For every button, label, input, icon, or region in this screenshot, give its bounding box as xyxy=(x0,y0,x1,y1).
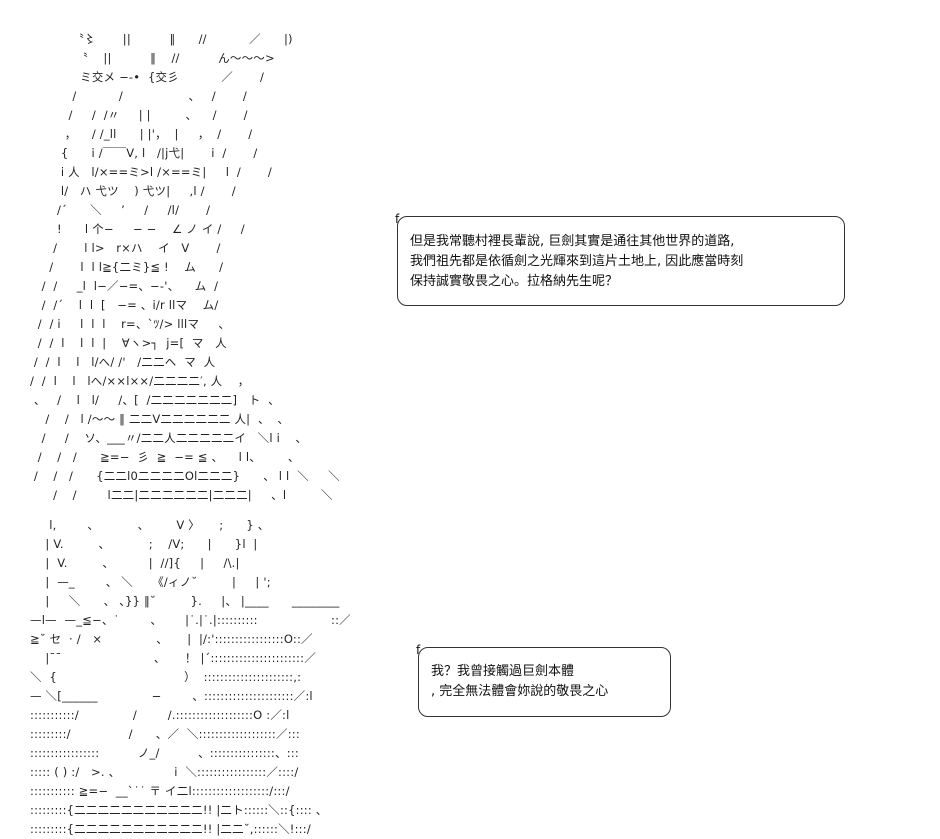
speech-bubble-2: f 我？我曾接觸過巨劍本體 , 完全無法體會妳說的敬畏之心 xyxy=(416,644,671,717)
dialogue-line: 保持誠實敬畏之心。拉格納先生呢？ xyxy=(410,274,619,289)
dialogue-line: 但是我常聽村裡長輩說, 巨劍其實是通往其他世界的道路, xyxy=(410,234,735,249)
dialogue-line: , 完全無法體會妳說的敬畏之心 xyxy=(431,684,609,699)
ascii-art-bottom-character: l, 、 、 V 〉 ; } 、 | V. 、 ; /V; | }l | | V… xyxy=(30,518,351,836)
ascii-art-top-girl-with-sword: 〝〻 || ‖ // ／ |) 〝 || ‖ // ん～～～> ミ交メ −-• … xyxy=(30,32,340,502)
speech-bubble-1: f 但是我常聽村裡長輩說, 巨劍其實是通往其他世界的道路, 我們祖先都是依循劍之… xyxy=(395,213,845,306)
dialogue-line: 我？我曾接觸過巨劍本體 xyxy=(431,664,575,679)
speech-bubble-text: 但是我常聽村裡長輩說, 巨劍其實是通往其他世界的道路, 我們祖先都是依循劍之光輝… xyxy=(410,232,743,292)
speech-bubble-text: 我？我曾接觸過巨劍本體 , 完全無法體會妳說的敬畏之心 xyxy=(431,662,608,702)
dialogue-line: 我們祖先都是依循劍之光輝來到這片土地上, 因此應當時刻 xyxy=(410,254,744,269)
